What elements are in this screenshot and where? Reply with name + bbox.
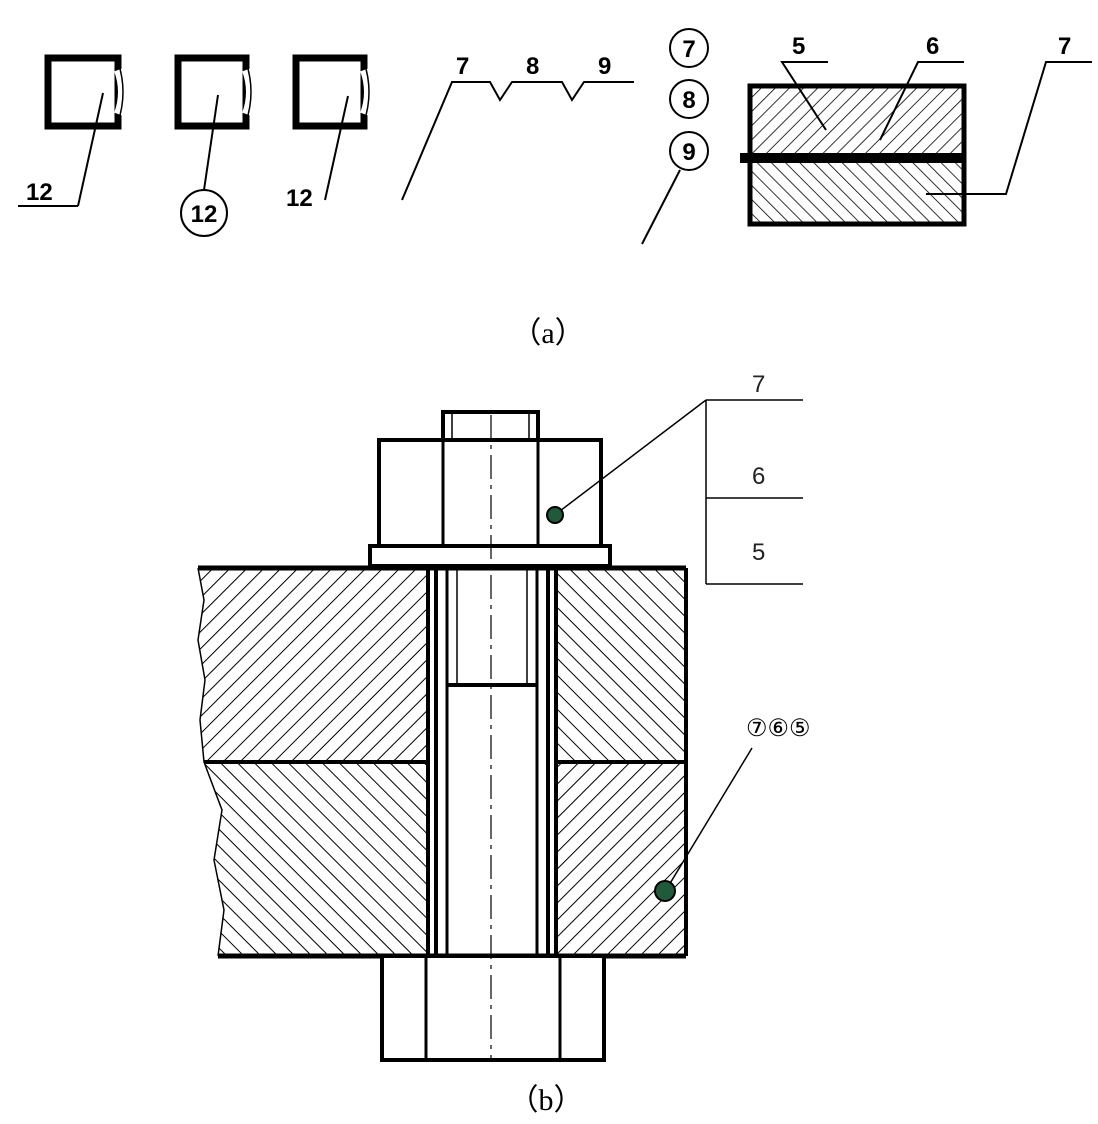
leader-dot [654,880,676,902]
weld-square-3: 12 [286,54,372,212]
zigzag-leader: 7 8 9 [401,53,634,201]
label-6: 6 [926,33,939,60]
circled-leader: ⑦⑥⑤ [654,715,811,902]
label-12: 12 [286,185,313,212]
label-7: 7 [456,53,469,80]
label-5: 5 [752,539,765,566]
label-9: 9 [598,53,611,80]
stacked-circled-labels: 7 8 9 [641,28,709,245]
caption-b: （b） [509,1084,584,1117]
label-8: 8 [526,53,539,80]
caption-a: （a） [511,317,584,350]
hatched-section: 5 6 7 [740,33,1092,227]
part-a: 12 12 12 7 8 9 7 [18,28,1092,350]
circled-label-765: ⑦⑥⑤ [746,715,811,742]
label-7: 7 [1058,33,1071,60]
circled-label-12: 12 [191,201,218,228]
part-b: 7 6 5 ⑦⑥⑤ （b） [197,371,811,1117]
leader-dot [546,506,564,524]
circled-label-8: 8 [682,87,695,114]
circled-label-9: 9 [682,139,695,166]
label-5: 5 [792,33,805,60]
weld-square-2: 12 [174,54,254,237]
weld-square-1: 12 [18,54,126,207]
circled-label-7: 7 [682,36,695,63]
leader-table: 7 6 5 [546,371,803,585]
label-6: 6 [752,463,765,490]
label-7: 7 [752,371,765,398]
label-12: 12 [26,179,53,206]
